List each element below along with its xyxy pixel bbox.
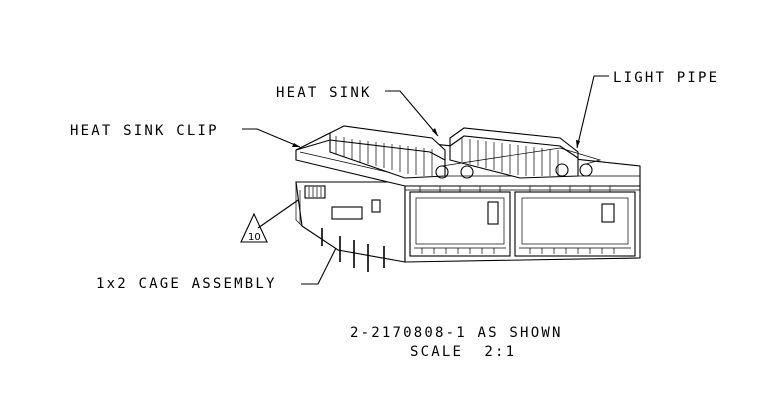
revision-flag-number: 10 [248, 232, 261, 243]
side-vent-slots [304, 185, 326, 199]
cage-front-face [404, 185, 641, 263]
part-number-note: 2-2170808-1 AS SHOWN [350, 325, 563, 341]
cage-left-side [295, 181, 406, 263]
heat-sink-left [295, 125, 446, 179]
heat-sink-clip-label: HEAT SINK CLIP [70, 123, 219, 139]
press-fit-pins [321, 228, 385, 272]
light-pipe-label: LIGHT PIPE [613, 70, 719, 86]
cage-assembly-label: 1x2 CAGE ASSEMBLY [96, 276, 277, 292]
light-pipes [435, 147, 602, 179]
front-emi-fingers [405, 186, 640, 192]
light-pipe-arrowhead [576, 140, 580, 148]
heat-sink-arrowhead [432, 128, 438, 136]
heat-sink-leader [385, 90, 439, 137]
scale-note: SCALE 2:1 [410, 344, 516, 360]
heat-sink-clip-arrowhead [292, 143, 300, 147]
light-pipe-leader [576, 75, 609, 149]
heat-sink-label: HEAT SINK [276, 85, 372, 101]
revision-flag: 10 [240, 212, 268, 243]
port-right [514, 191, 636, 257]
heat-sink-clip-leader [242, 128, 301, 148]
cage-assembly-drawing [295, 125, 641, 272]
revision-triangle [240, 212, 268, 243]
